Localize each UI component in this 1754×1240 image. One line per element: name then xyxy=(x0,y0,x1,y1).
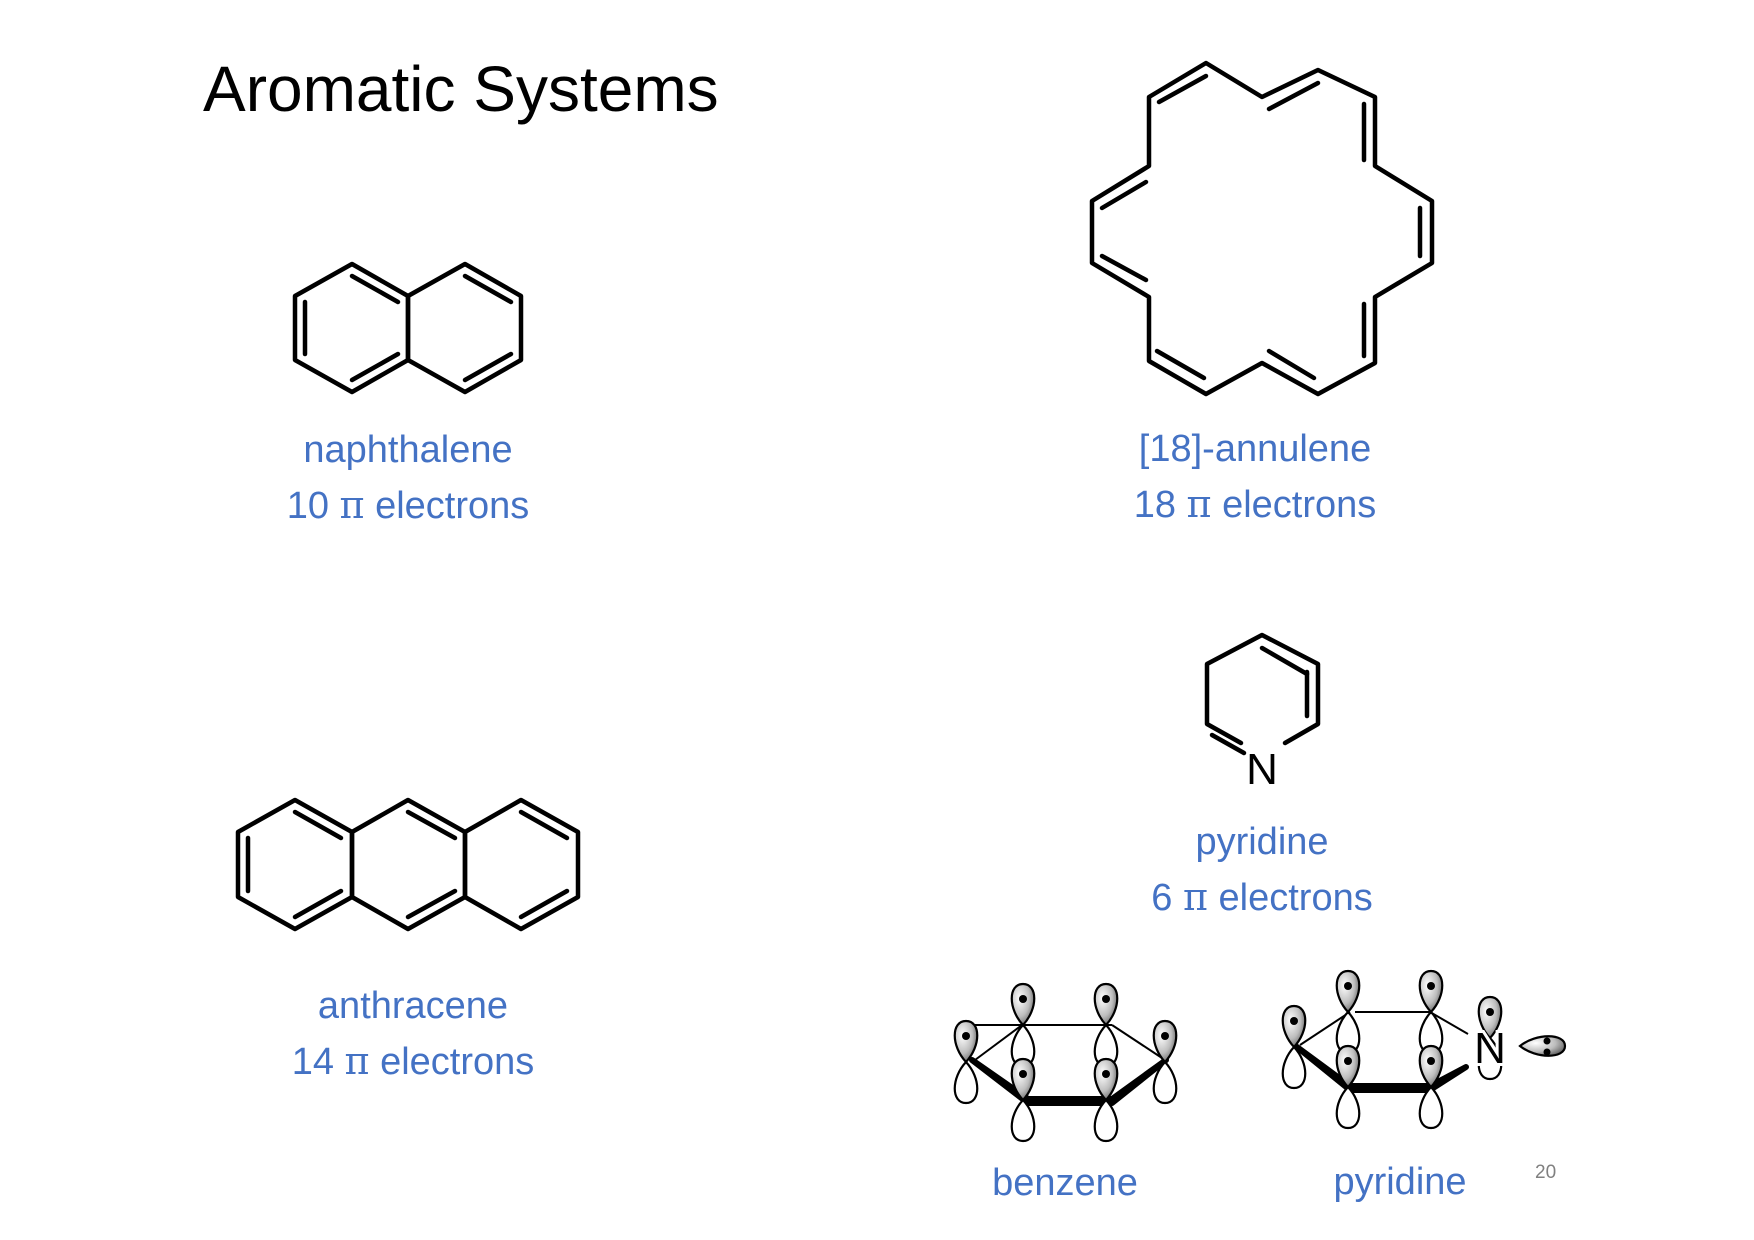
electrons-unit: electrons xyxy=(380,1041,535,1083)
electrons-unit: electrons xyxy=(1222,484,1377,526)
pyridine-orbital-diagram: N xyxy=(1281,969,1567,1130)
orbital-nitrogen-atom: N xyxy=(1474,1024,1506,1073)
annulene-name: [18]-annulene xyxy=(1138,428,1372,470)
naphthalene-name: naphthalene xyxy=(303,429,513,471)
anthracene-caption: anthracene 14 π electrons xyxy=(263,979,563,1090)
page-number: 20 xyxy=(1535,1162,1557,1183)
annulene-electrons: 18 π electrons xyxy=(1105,477,1405,533)
pi-symbol: π xyxy=(344,1039,370,1083)
pyridine-count: 6 xyxy=(1151,877,1173,919)
slide-title: Aromatic Systems xyxy=(203,53,719,125)
pi-symbol: π xyxy=(339,483,365,527)
pi-symbol: π xyxy=(1186,482,1212,526)
annulene-caption: [18]-annulene 18 π electrons xyxy=(1105,422,1405,533)
pyridine-electrons: 6 π electrons xyxy=(1112,870,1412,926)
pyridine-name: pyridine xyxy=(1195,821,1329,863)
benzene-orbital-diagram xyxy=(953,982,1178,1143)
anthracene-electrons: 14 π electrons xyxy=(263,1034,563,1090)
naphthalene-count: 10 xyxy=(286,485,329,527)
annulene-count: 18 xyxy=(1133,484,1176,526)
anthracene-count: 14 xyxy=(291,1041,334,1083)
naphthalene-electrons: 10 π electrons xyxy=(258,478,558,534)
naphthalene-caption: naphthalene 10 π electrons xyxy=(258,423,558,534)
pyridine-nitrogen-atom: N xyxy=(1246,745,1278,794)
pi-symbol: π xyxy=(1182,875,1208,919)
anthracene-name: anthracene xyxy=(317,985,509,1027)
benzene-orbital-label: benzene xyxy=(992,1162,1138,1204)
electrons-unit: electrons xyxy=(375,485,530,527)
pyridine-caption: pyridine 6 π electrons xyxy=(1112,815,1412,926)
pyridine-orbital-label: pyridine xyxy=(1333,1161,1467,1203)
electrons-unit: electrons xyxy=(1218,877,1373,919)
